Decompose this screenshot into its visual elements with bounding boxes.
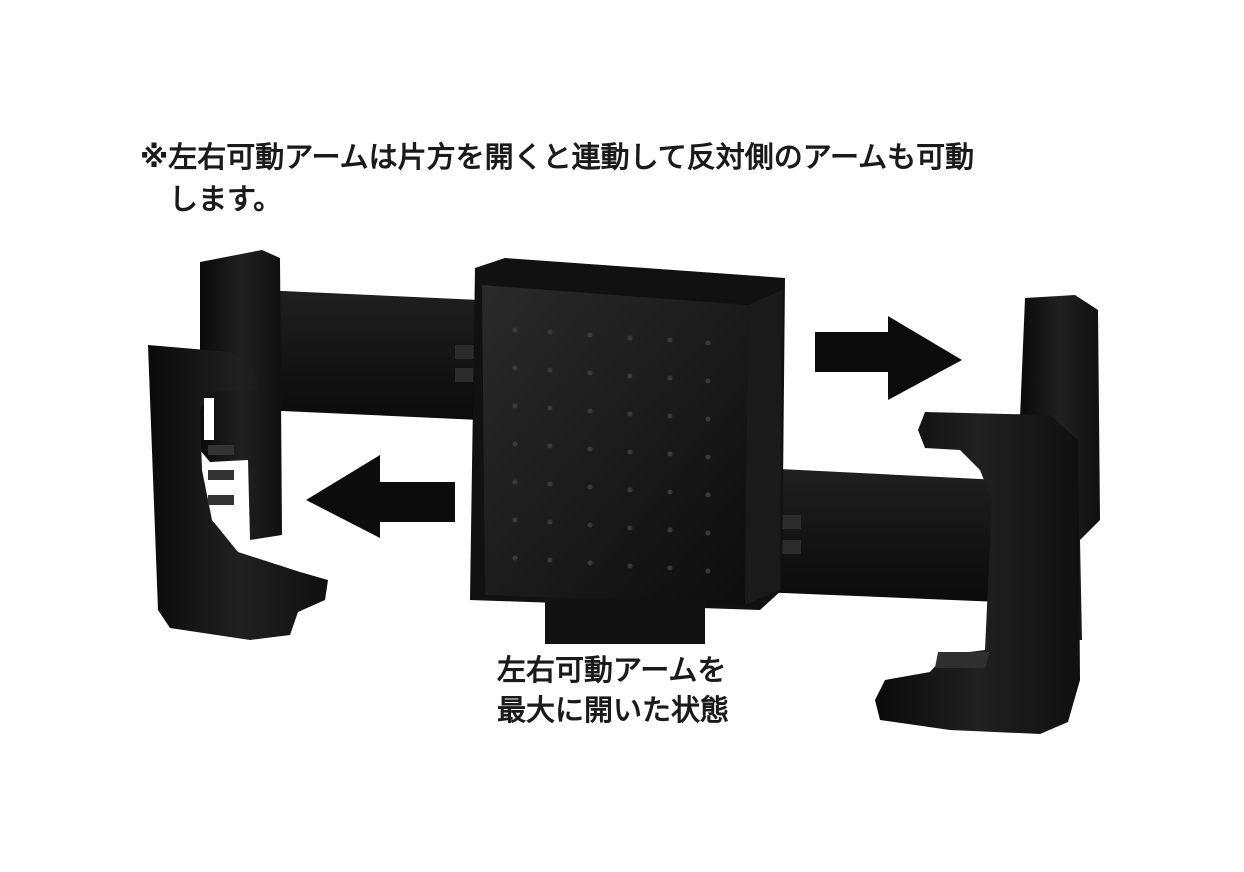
right-front-clamp — [875, 412, 1080, 734]
mechanism-note: ※左右可動アームは片方を開くと連動して反対側のアームも可動 します。 — [140, 136, 1100, 220]
state-caption: 左右可動アームを 最大に開いた状態 — [497, 650, 817, 730]
caption-line-2: 最大に開いた状態 — [497, 693, 730, 727]
note-line-2: します。 — [169, 182, 283, 216]
note-line-1: ※左右可動アームは片方を開くと連動して反対側のアームも可動 — [140, 140, 975, 174]
caption-line-1: 左右可動アームを — [497, 653, 727, 687]
left-slide-bar — [260, 290, 480, 420]
arrow-right-icon — [815, 316, 962, 400]
center-body — [470, 258, 785, 644]
arrow-left-icon — [306, 455, 455, 538]
left-front-clamp — [148, 345, 328, 640]
left-back-post — [200, 250, 282, 540]
right-slide-bar — [760, 468, 1000, 602]
